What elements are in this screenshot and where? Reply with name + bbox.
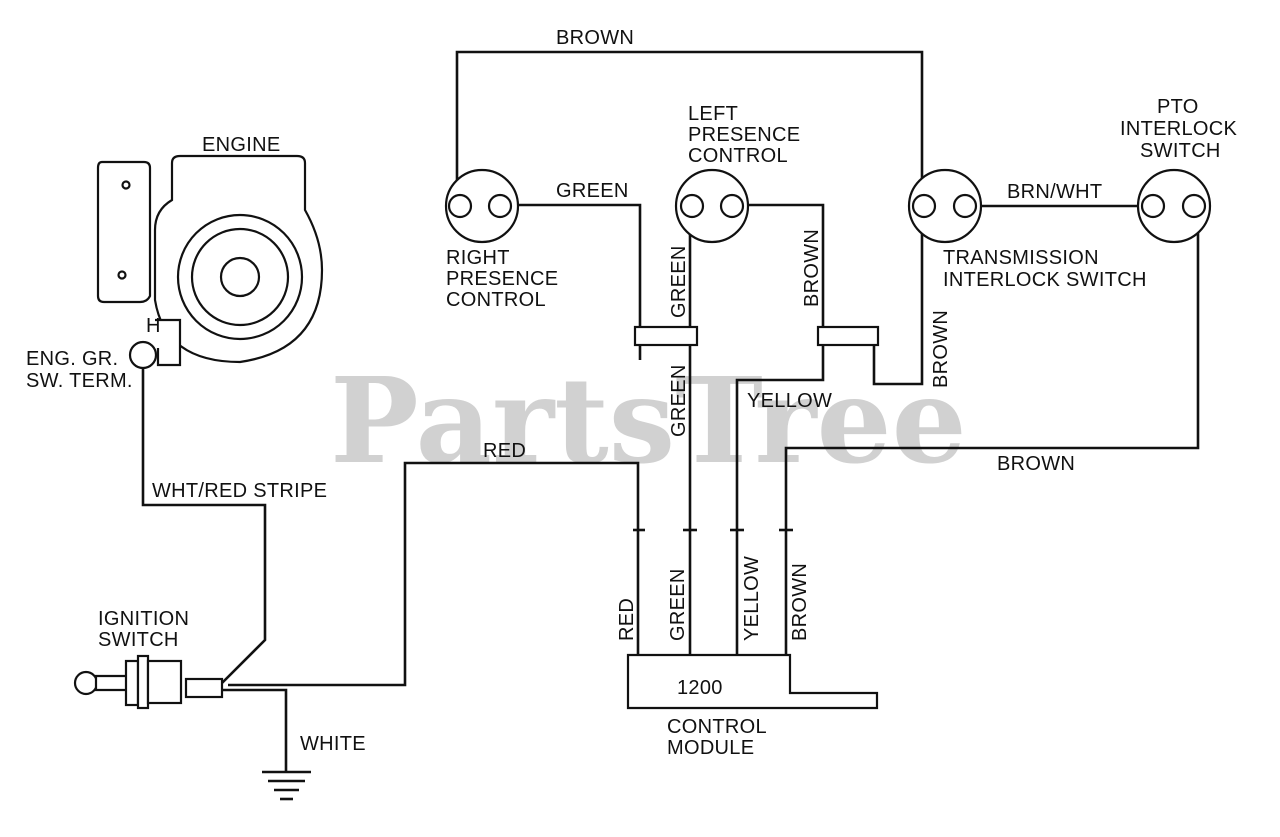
wire-label-yellow-module: YELLOW xyxy=(741,556,763,641)
eng-gr-sw-terminal xyxy=(128,340,158,370)
wire-white xyxy=(222,688,288,772)
ignition-switch-label-1: IGNITION xyxy=(98,608,189,630)
wire-label-yellow: YELLOW xyxy=(747,390,832,412)
eng-gr-sw-term-label-1: ENG. GR. xyxy=(26,348,118,370)
wire-label-brn-wht: BRN/WHT xyxy=(1007,181,1102,203)
engine-label: ENGINE xyxy=(202,134,280,156)
transmission-label-2: INTERLOCK SWITCH xyxy=(943,269,1147,291)
wire-red xyxy=(228,461,640,687)
wire-label-brown-top: BROWN xyxy=(556,27,634,49)
eng-gr-sw-term-label-2: SW. TERM. xyxy=(26,370,133,392)
connector-brown xyxy=(816,325,880,347)
connector-green xyxy=(633,325,699,347)
wire-label-green-module: GREEN xyxy=(667,568,689,641)
transmission-interlock-switch xyxy=(907,168,983,244)
wire-label-red-top: RED xyxy=(483,440,526,462)
pto-label-2: INTERLOCK xyxy=(1120,118,1238,140)
wire-label-white: WHITE xyxy=(300,733,366,755)
right-presence-label-2: PRESENCE xyxy=(446,268,558,290)
wire-label-red-module: RED xyxy=(616,598,638,641)
wire-label-wht-red-stripe: WHT/RED STRIPE xyxy=(152,480,327,502)
ignition-switch xyxy=(73,654,224,710)
wire-label-green-middle: GREEN xyxy=(668,364,690,437)
wire-brown-left-presence xyxy=(746,203,825,327)
wire-wht-red-stripe xyxy=(141,368,267,684)
wire-label-brown-pto: BROWN xyxy=(997,453,1075,475)
wires xyxy=(141,50,1200,772)
right-presence-label-3: CONTROL xyxy=(446,289,546,311)
wire-label-green-upper: GREEN xyxy=(668,245,690,318)
pto-label-1: PTO xyxy=(1157,96,1199,118)
right-presence-control xyxy=(444,168,520,244)
control-module-label-2: MODULE xyxy=(667,737,754,759)
pto-interlock-switch xyxy=(1136,168,1212,244)
wire-label-brown-left: BROWN xyxy=(801,229,823,307)
left-presence-label-2: PRESENCE xyxy=(688,124,800,146)
wire-label-green-right: GREEN xyxy=(556,180,629,202)
control-module-number: 1200 xyxy=(677,677,723,699)
wire-brown-top xyxy=(455,50,924,188)
ignition-switch-label-2: SWITCH xyxy=(98,629,179,651)
left-presence-label-3: CONTROL xyxy=(688,145,788,167)
control-module xyxy=(626,653,879,710)
wire-yellow xyxy=(735,345,825,655)
transmission-label-1: TRANSMISSION xyxy=(943,247,1099,269)
watermark: PartsTree xyxy=(330,351,967,490)
ground-symbol xyxy=(262,770,311,801)
control-module-label-1: CONTROL xyxy=(667,716,767,738)
left-presence-control xyxy=(674,168,750,244)
wire-brown-pto xyxy=(784,222,1200,655)
right-presence-label-1: RIGHT xyxy=(446,247,510,269)
pto-label-3: SWITCH xyxy=(1140,140,1221,162)
wire-label-brown-transmission: BROWN xyxy=(930,310,952,388)
left-presence-label-1: LEFT xyxy=(688,103,738,125)
wire-green-right-presence xyxy=(514,203,642,327)
wire-label-brown-module: BROWN xyxy=(789,563,811,641)
wire-brown-transmission xyxy=(872,225,924,386)
engine-h-mark: H xyxy=(146,315,161,337)
engine xyxy=(96,154,324,367)
